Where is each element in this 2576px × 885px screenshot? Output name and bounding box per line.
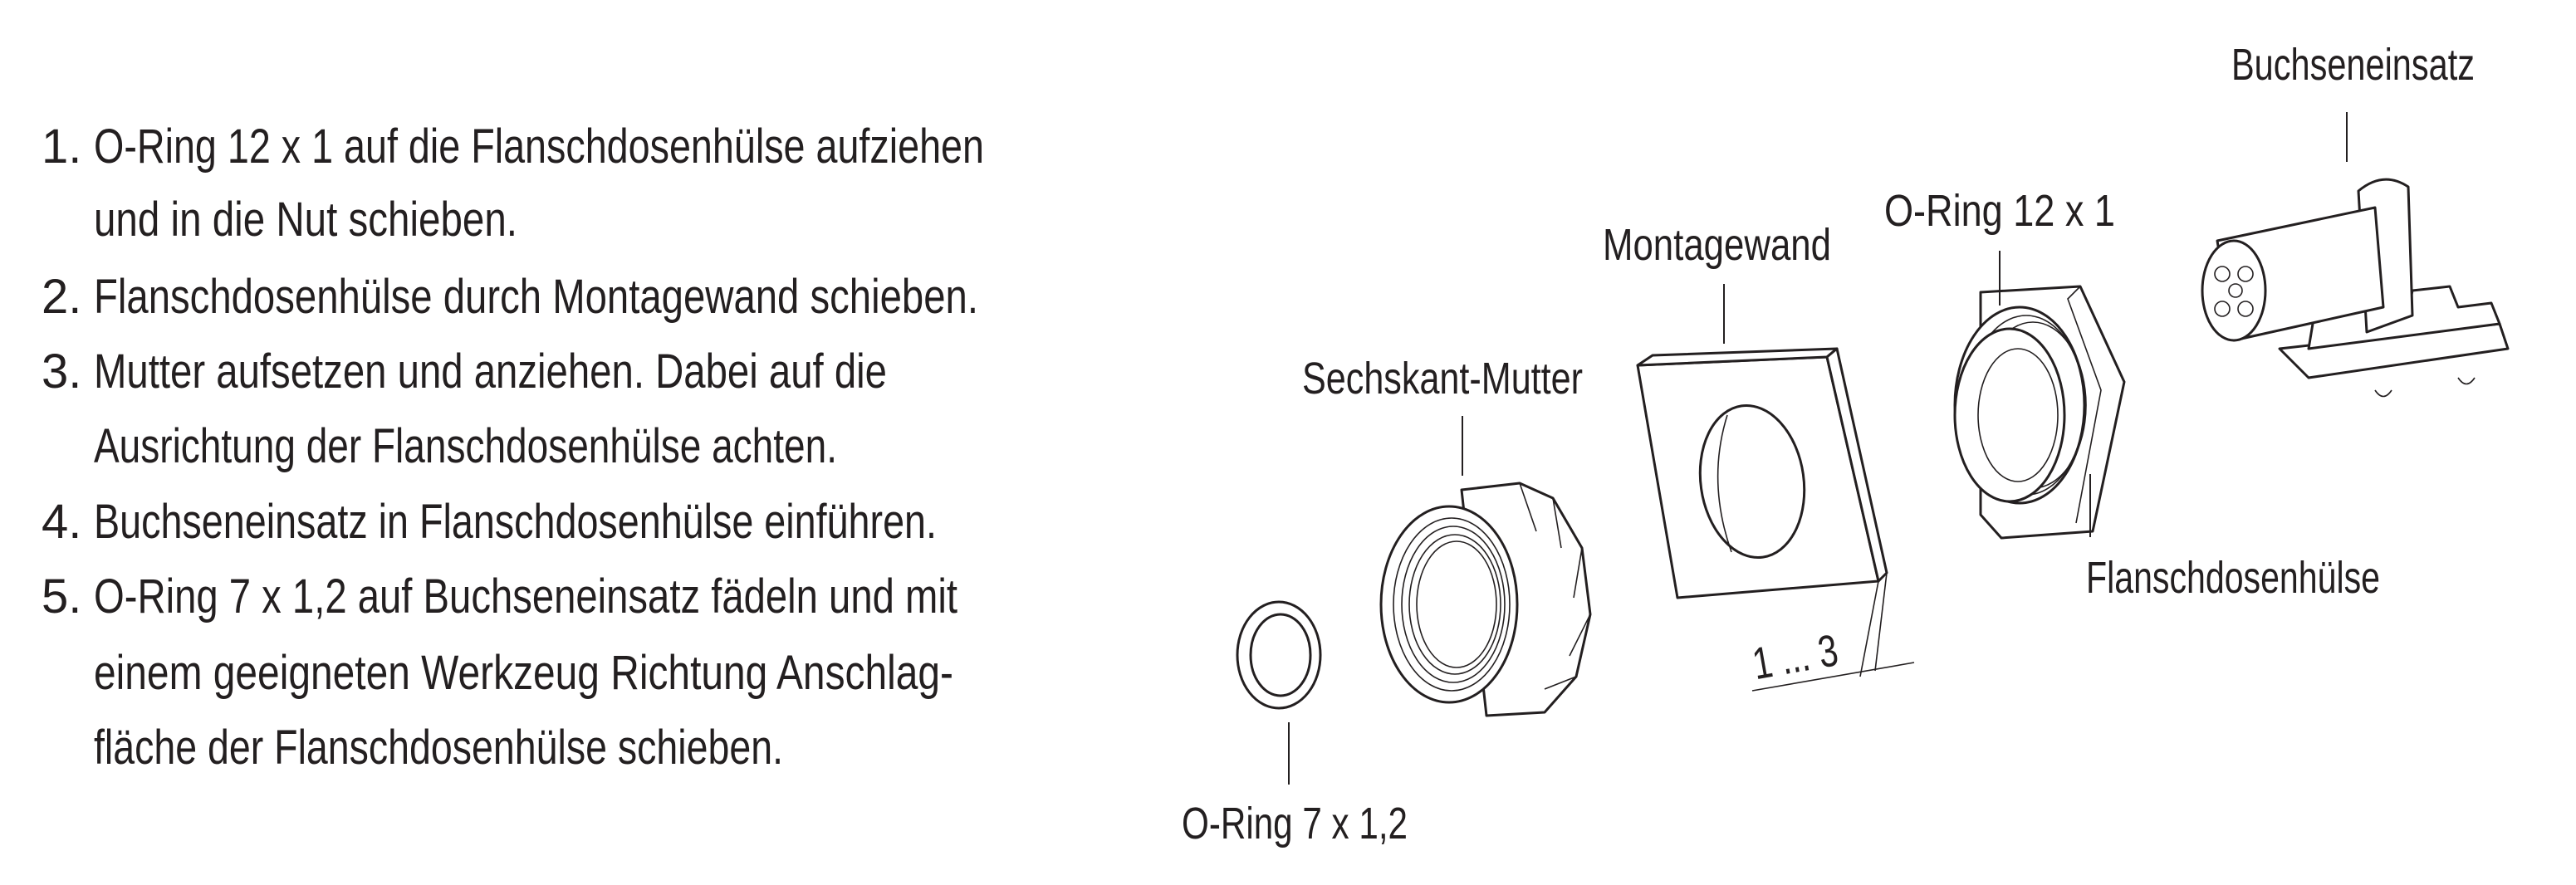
o-ring-small-part: O-Ring 7 x 1,2 [1182, 600, 1408, 848]
step-2-text: Flanschdosenhülse durch Montagewand schi… [94, 270, 978, 324]
instruction-list: 1. O-Ring 12 x 1 auf die Flanschdosenhül… [42, 120, 984, 775]
step-5-text: O-Ring 7 x 1,2 auf Buchseneinsatz fädeln… [94, 570, 957, 623]
label-o-ring-7: O-Ring 7 x 1,2 [1182, 799, 1408, 848]
label-buchseneinsatz: Buchseneinsatz [2231, 40, 2475, 90]
step-1-text-cont: und in die Nut schieben. [94, 193, 517, 247]
step-1-text: O-Ring 12 x 1 auf die Flanschdosenhülse … [94, 120, 984, 174]
label-montagewand: Montagewand [1603, 220, 1831, 270]
flange-sleeve-part: O-Ring 12 x 1 Flanschdosenhülse [1884, 186, 2380, 603]
step-1-number: 1. [42, 120, 81, 174]
label-wall-thickness: 1 ... 3 [1749, 625, 1842, 689]
step-3-text: Mutter aufsetzen und anziehen. Dabei auf… [94, 345, 887, 398]
step-5-text-cont: einem geeigneten Werkzeug Richtung Ansch… [94, 646, 953, 700]
label-flanschdosenhuelse: Flanschdosenhülse [2086, 553, 2380, 603]
step-5-number: 5. [42, 570, 81, 623]
step-4-text: Buchseneinsatz in Flanschdosenhülse einf… [94, 495, 937, 549]
label-sechskant-mutter: Sechskant-Mutter [1302, 354, 1583, 403]
step-5-text-cont-2: fläche der Flanschdosenhülse schieben. [94, 721, 783, 775]
label-o-ring-12: O-Ring 12 x 1 [1884, 186, 2115, 236]
mounting-wall-part: Montagewand 1 ... 3 [1603, 220, 1915, 692]
step-3-text-cont: Ausrichtung der Flanschdosenhülse achten… [94, 419, 837, 473]
step-2-number: 2. [42, 270, 81, 324]
socket-insert-part: Buchseneinsatz [2201, 40, 2510, 398]
hex-nut-part: Sechskant-Mutter [1302, 354, 1592, 717]
step-4-number: 4. [42, 495, 81, 549]
step-3-number: 3. [42, 345, 81, 398]
